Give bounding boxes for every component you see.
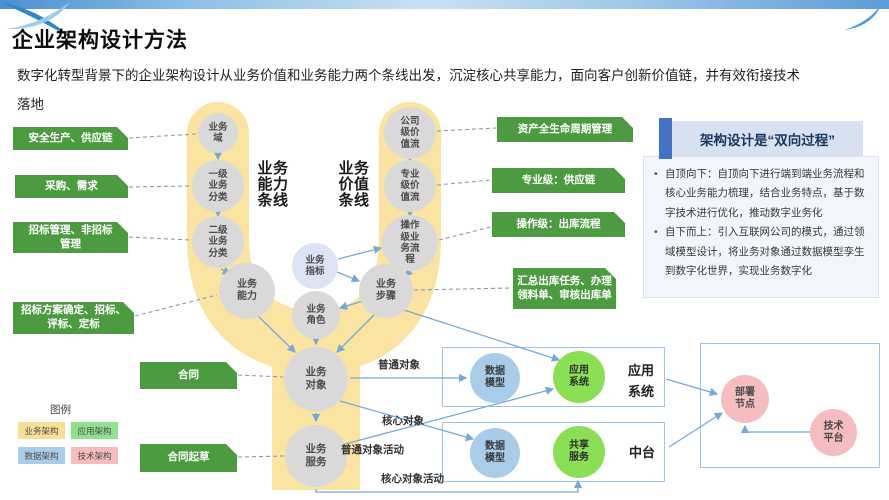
page-title: 企业架构设计方法 [12,29,188,52]
node-business-service: 业务服务 [285,425,347,487]
node-business-capability: 业务能力 [219,263,275,319]
legend-item-application-arch: 应用架构 [71,422,118,439]
callout-bidding-plan: 招标方案确定、招标、评标、定标 [13,302,134,334]
callout-contract-drafting: 合同起草 [140,444,237,472]
edge-label-normal-object: 普通对象 [378,359,420,371]
node-shared-service: 共享服务 [553,426,605,478]
legend-title: 图例 [50,404,71,416]
node-deploy-node: 部署节点 [721,375,769,423]
lane-label-capability: 业务能力条线 [257,160,289,209]
node-company-value-stream: 公司级价值流 [384,107,436,159]
swoosh-icon-left [2,2,74,40]
callout-professional-supply-chain: 专业级：供应链 [492,168,625,193]
callout-contract: 合同 [140,362,237,389]
panel-body: 自顶向下：自顶向下进行端到端业务流程和核心业务能力梳理，结合业务特点，基于数字技… [643,156,879,298]
legend-item-data-arch: 数据架构 [18,447,65,464]
app-system-container [442,347,665,407]
legend-item-tech-arch: 技术架构 [71,447,118,464]
tech-container [700,343,880,468]
node-data-model-app: 数据模型 [470,353,520,403]
callout-procurement-demand: 采购、需求 [15,175,128,198]
node-level2-category: 二级业务分类 [192,216,244,268]
flow-arrows [213,151,810,493]
node-data-model-mid: 数据模型 [470,428,520,478]
panel-title: 架构设计是“双向过程” [672,121,863,156]
callout-bidding-management: 招标管理、非招标管理 [13,222,128,253]
group-label-middle-platform: 中台 [628,445,655,460]
panel-accent-bar [659,118,672,159]
middle-platform-container [442,422,665,482]
group-label-app-system: 应用系统 [627,363,654,399]
node-business-step: 业务步骤 [359,264,413,318]
callout-operation-outbound: 操作级：出库流程 [492,212,625,237]
node-business-indicator: 业务指标 [292,243,338,289]
panel-bullet: 自顶向下：自顶向下进行端到端业务流程和核心业务能力梳理，结合业务特点，基于数字技… [654,165,869,223]
lane-label-value: 业务价值条线 [338,160,370,209]
edge-label-core-object-activity: 核心对象活动 [381,473,444,485]
dashed-connectors [128,127,513,458]
node-tech-platform: 技术平台 [810,409,857,456]
node-business-domain: 业务域 [198,113,238,153]
panel-bullet: 自下而上：引入互联网公司的模式，通过领域模型设计，将业务对象通过数据模型孪生到数… [654,223,869,281]
panel-bullet-list: 自顶向下：自顶向下进行端到端业务流程和核心业务能力梳理，结合业务特点，基于数字技… [654,165,869,282]
node-business-object: 业务对象 [284,347,348,411]
edge-label-normal-object-activity: 普通对象活动 [341,444,404,456]
legend-item-business-arch: 业务架构 [18,422,65,439]
node-business-role: 业务角色 [292,291,340,339]
callout-asset-lifecycle: 资产全生命周期管理 [497,117,633,142]
top-gradient-bar [0,0,889,9]
node-app-system: 应用系统 [553,351,605,403]
callout-outbound-tasks: 汇总出库任务、办理领料单、审核出库单 [513,268,616,309]
edge-label-core-object: 核心对象 [382,415,424,427]
node-professional-value-stream: 专业级价值流 [384,160,436,212]
callout-safety-supply-chain: 安全生产、供应链 [13,127,128,150]
node-operation-process: 操作级业务流程 [382,215,438,271]
node-level1-category: 一级业务分类 [192,160,244,212]
page-subtitle: 数字化转型背景下的企业架构设计从业务价值和业务能力两个条线出发，沉淀核心共享能力… [17,68,800,112]
